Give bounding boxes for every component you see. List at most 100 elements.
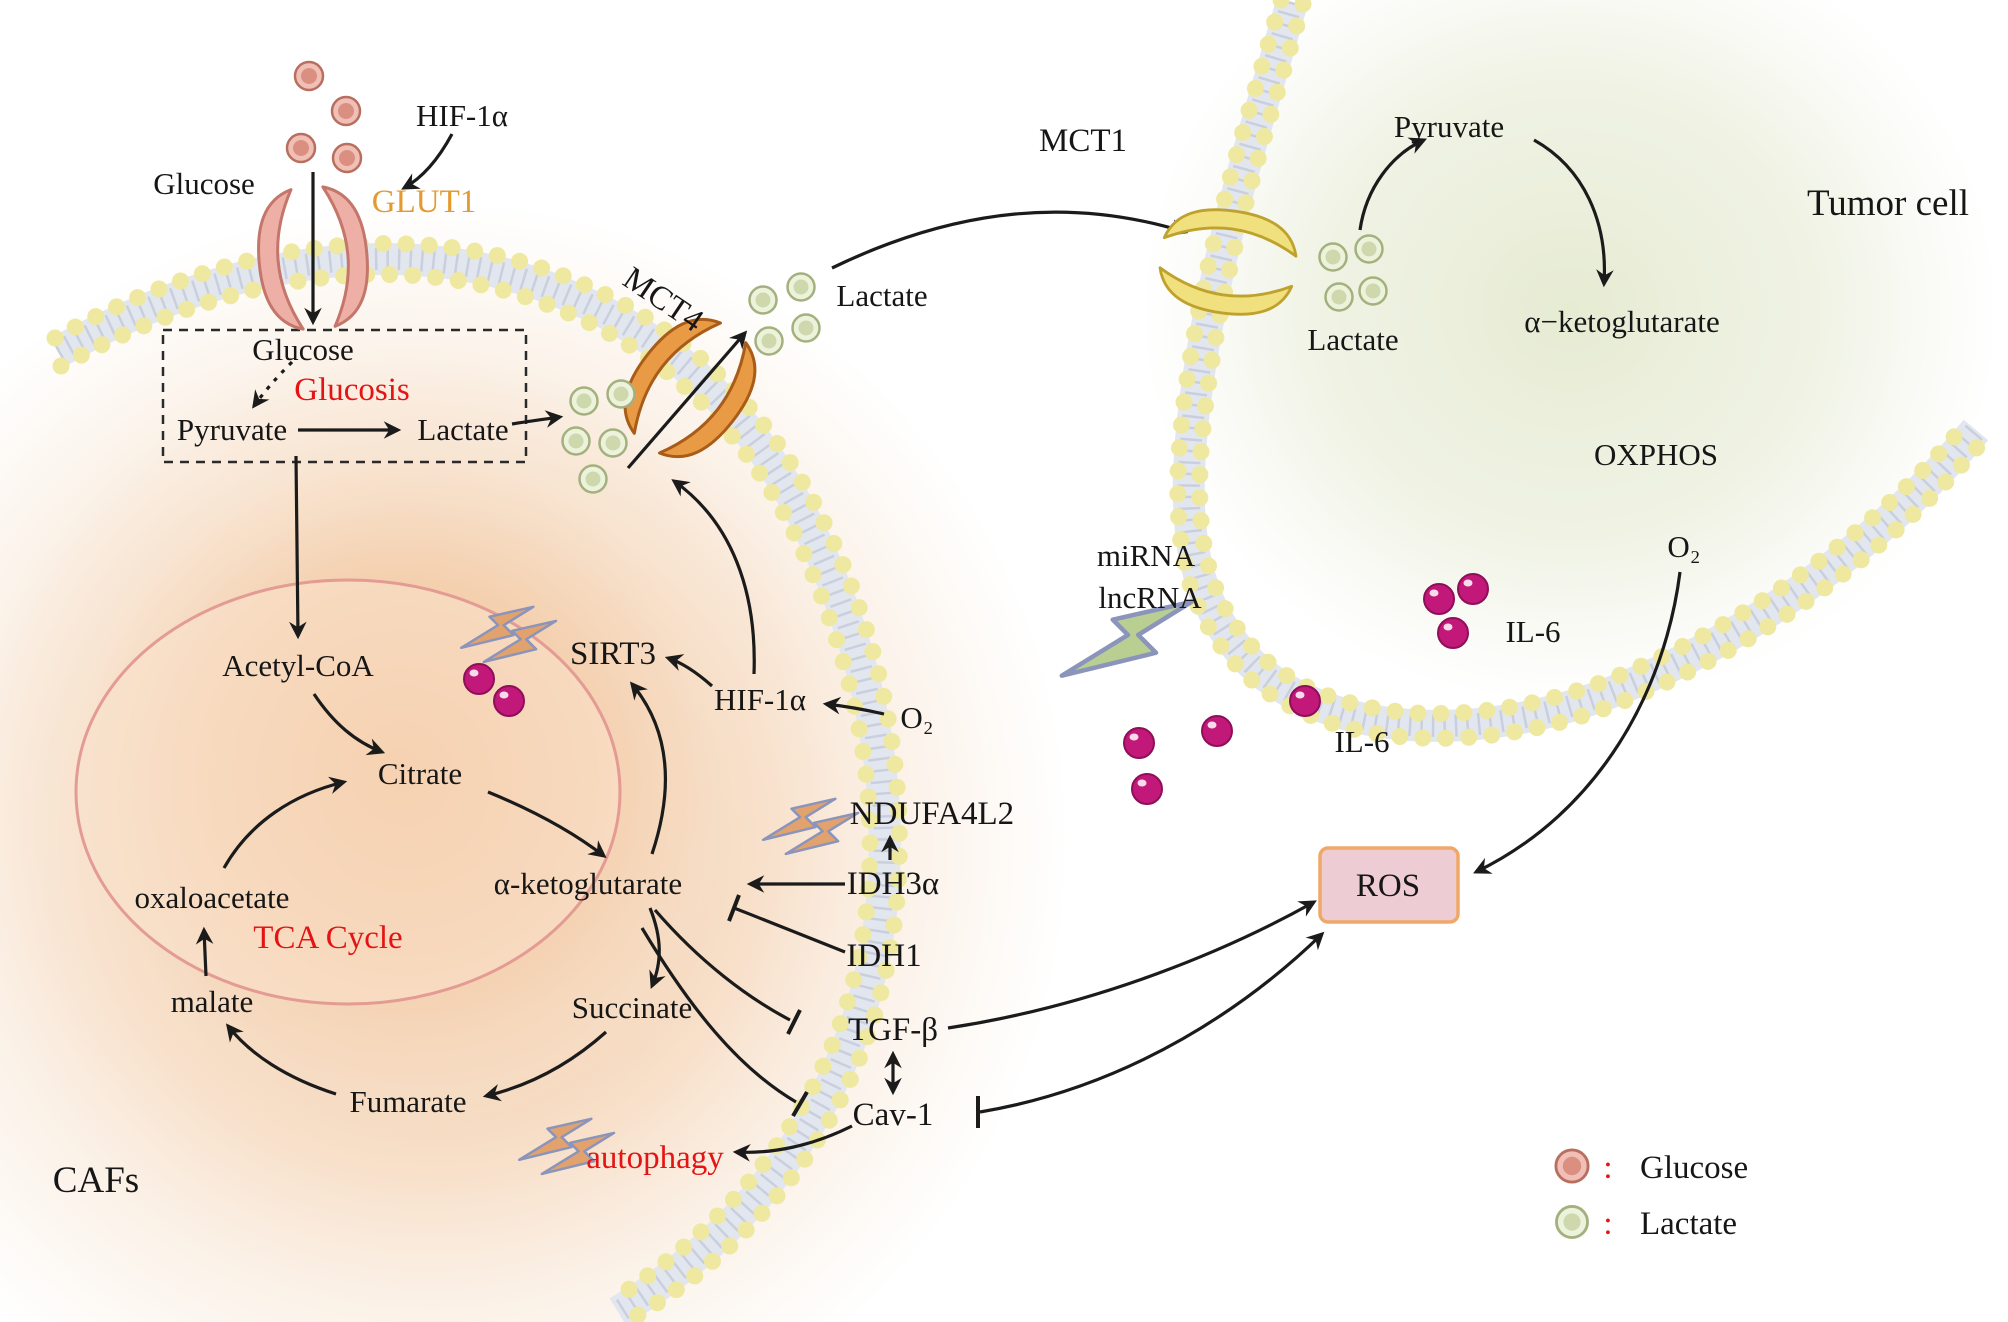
lactate-dot bbox=[754, 326, 784, 356]
label-oxaloacetate: oxaloacetate bbox=[135, 880, 290, 915]
glycolysis-dashed-box bbox=[161, 328, 528, 464]
arrow-fumarate-to-malate bbox=[225, 1023, 337, 1096]
legend-glucose-label: Glucose bbox=[1640, 1150, 1748, 1186]
label-acetyl-coa: Acetyl-CoA bbox=[222, 648, 374, 683]
ros-box bbox=[1318, 846, 1460, 924]
legend: : Glucose : Lactate bbox=[1554, 1148, 1748, 1242]
legend-glucose-dot bbox=[1554, 1148, 1590, 1184]
arrow-o2-to-ros bbox=[1473, 571, 1682, 874]
label-malate: malate bbox=[171, 984, 254, 1019]
magenta-dot bbox=[463, 663, 495, 695]
lactate-dot bbox=[1324, 282, 1354, 312]
lactate-dot bbox=[791, 313, 821, 343]
arrow-akg-to-succinate bbox=[648, 907, 666, 990]
label-glucose-cytoplasm: Glucose bbox=[252, 332, 354, 367]
label-akg-caf: α-ketoglutarate bbox=[494, 866, 682, 901]
inhibition-bar-tgfb bbox=[786, 1009, 802, 1035]
arrow-succinate-to-fumarate bbox=[482, 1030, 608, 1102]
il6-dot bbox=[1437, 617, 1469, 649]
tumor-cytoplasm-glow bbox=[1140, 0, 2000, 705]
glucose-dot bbox=[285, 132, 317, 164]
magenta-dot bbox=[493, 685, 525, 717]
label-cav1: Cav-1 bbox=[853, 1097, 934, 1133]
glut1-transporter bbox=[257, 185, 369, 331]
lactate-dot bbox=[1318, 242, 1348, 272]
tumor-membrane-beads-inner bbox=[1191, 0, 1976, 723]
lactate-dot bbox=[569, 386, 599, 416]
glucose-dot bbox=[331, 142, 363, 174]
il6-dot bbox=[1201, 715, 1233, 747]
label-idh1: IDH1 bbox=[846, 938, 921, 974]
arrow-akg-to-sirt3 bbox=[629, 681, 667, 855]
arrow-citrate-to-akg bbox=[487, 790, 607, 859]
lactate-dot bbox=[1358, 276, 1388, 306]
tumor-membrane-beads-outer bbox=[1169, 0, 1994, 747]
label-o2-tumor: O₂ bbox=[1667, 529, 1700, 564]
lactate-dot bbox=[598, 428, 628, 458]
arrow-acetylcoa-to-citrate bbox=[312, 693, 386, 756]
label-glucose-extracellular: Glucose bbox=[153, 166, 255, 201]
label-citrate: Citrate bbox=[378, 756, 462, 791]
lactate-dot bbox=[786, 272, 816, 302]
inhibition-bar-cav1 bbox=[791, 1090, 809, 1118]
connectors bbox=[195, 133, 1682, 1162]
arrow-malate-to-oxaloacetate bbox=[195, 926, 214, 977]
arrow-cav1-to-autophagy bbox=[732, 1124, 853, 1162]
arrow-lactate-to-pyruvate-tumor bbox=[1358, 137, 1428, 231]
label-il6-tumor: IL-6 bbox=[1505, 614, 1560, 649]
arrow-lactate-to-dots bbox=[511, 410, 564, 428]
arrow-oxaloacetate-to-citrate bbox=[222, 776, 348, 869]
il6-dot bbox=[1123, 727, 1155, 759]
label-succinate: Succinate bbox=[572, 990, 693, 1025]
label-autophagy: autophagy bbox=[586, 1140, 724, 1176]
il6-dot bbox=[1289, 685, 1321, 717]
label-mct1: MCT1 bbox=[1039, 123, 1127, 159]
label-akg-tumor: α−ketoglutarate bbox=[1524, 304, 1720, 339]
lactate-dot bbox=[578, 464, 608, 494]
il6-dots-extracellular bbox=[1123, 685, 1321, 805]
caf-membrane-beads-outer bbox=[46, 235, 908, 1322]
label-glucosis: Glucosis bbox=[294, 372, 410, 408]
arrow-hif1a-to-glut1 bbox=[401, 133, 454, 190]
arrow-hif1a-to-sirt3 bbox=[664, 654, 714, 688]
label-mirna: miRNA bbox=[1097, 538, 1196, 573]
tumor-membrane-hatch bbox=[1177, 0, 1985, 737]
label-o2-caf: O₂ bbox=[900, 700, 933, 735]
legend-lactate-dot bbox=[1555, 1205, 1589, 1239]
glucose-dots-extracellular bbox=[285, 60, 363, 174]
arrow-pyruvate-to-akg-tumor bbox=[1533, 138, 1614, 288]
arrow-tgfb-to-ros bbox=[947, 900, 1317, 1030]
label-hif1a-top: HIF-1α bbox=[416, 98, 508, 133]
il6-dot bbox=[1423, 583, 1455, 615]
inhibition-akg-to-cav1 bbox=[640, 927, 797, 1104]
inhibition-akg-to-tgfb bbox=[653, 908, 791, 1022]
lactate-dot bbox=[1354, 234, 1384, 264]
legend-glucose-separator: : bbox=[1603, 1150, 1612, 1186]
label-tumor-cell: Tumor cell bbox=[1807, 183, 1969, 224]
il6-dot bbox=[1457, 573, 1489, 605]
label-lactate-tumor: Lactate bbox=[1307, 322, 1398, 357]
lactate-dot bbox=[606, 379, 636, 409]
arrow-o2-to-hif1a bbox=[822, 696, 885, 716]
inhibition-bar-akg bbox=[727, 894, 741, 922]
label-cafs: CAFs bbox=[53, 1160, 139, 1201]
arrow-pyruvate-to-acetylcoa bbox=[289, 455, 307, 640]
mct1-transporter bbox=[1158, 208, 1298, 316]
inhibition-idh1-to-akg bbox=[733, 906, 846, 954]
mct4-transporter bbox=[623, 317, 757, 459]
label-lactate-extracellular: Lactate bbox=[836, 278, 927, 313]
label-pyruvate-caf: Pyruvate bbox=[177, 412, 287, 447]
label-tca-cycle: TCA Cycle bbox=[253, 920, 402, 956]
label-sirt3: SIRT3 bbox=[570, 636, 656, 672]
label-oxphos: OXPHOS bbox=[1594, 437, 1718, 472]
glucose-dot bbox=[330, 95, 362, 127]
arrow-lactate-through-mct4 bbox=[626, 330, 748, 470]
label-pyruvate-tumor: Pyruvate bbox=[1394, 109, 1504, 144]
il6-dot bbox=[1131, 773, 1163, 805]
label-il6-extracellular: IL-6 bbox=[1334, 724, 1389, 759]
lactate-dot bbox=[561, 426, 591, 456]
label-hif1a-inner: HIF-1α bbox=[714, 682, 806, 717]
label-ros: ROS bbox=[1356, 868, 1420, 904]
label-lactate-caf: Lactate bbox=[417, 412, 508, 447]
arrow-cav1-to-ros bbox=[979, 931, 1325, 1114]
